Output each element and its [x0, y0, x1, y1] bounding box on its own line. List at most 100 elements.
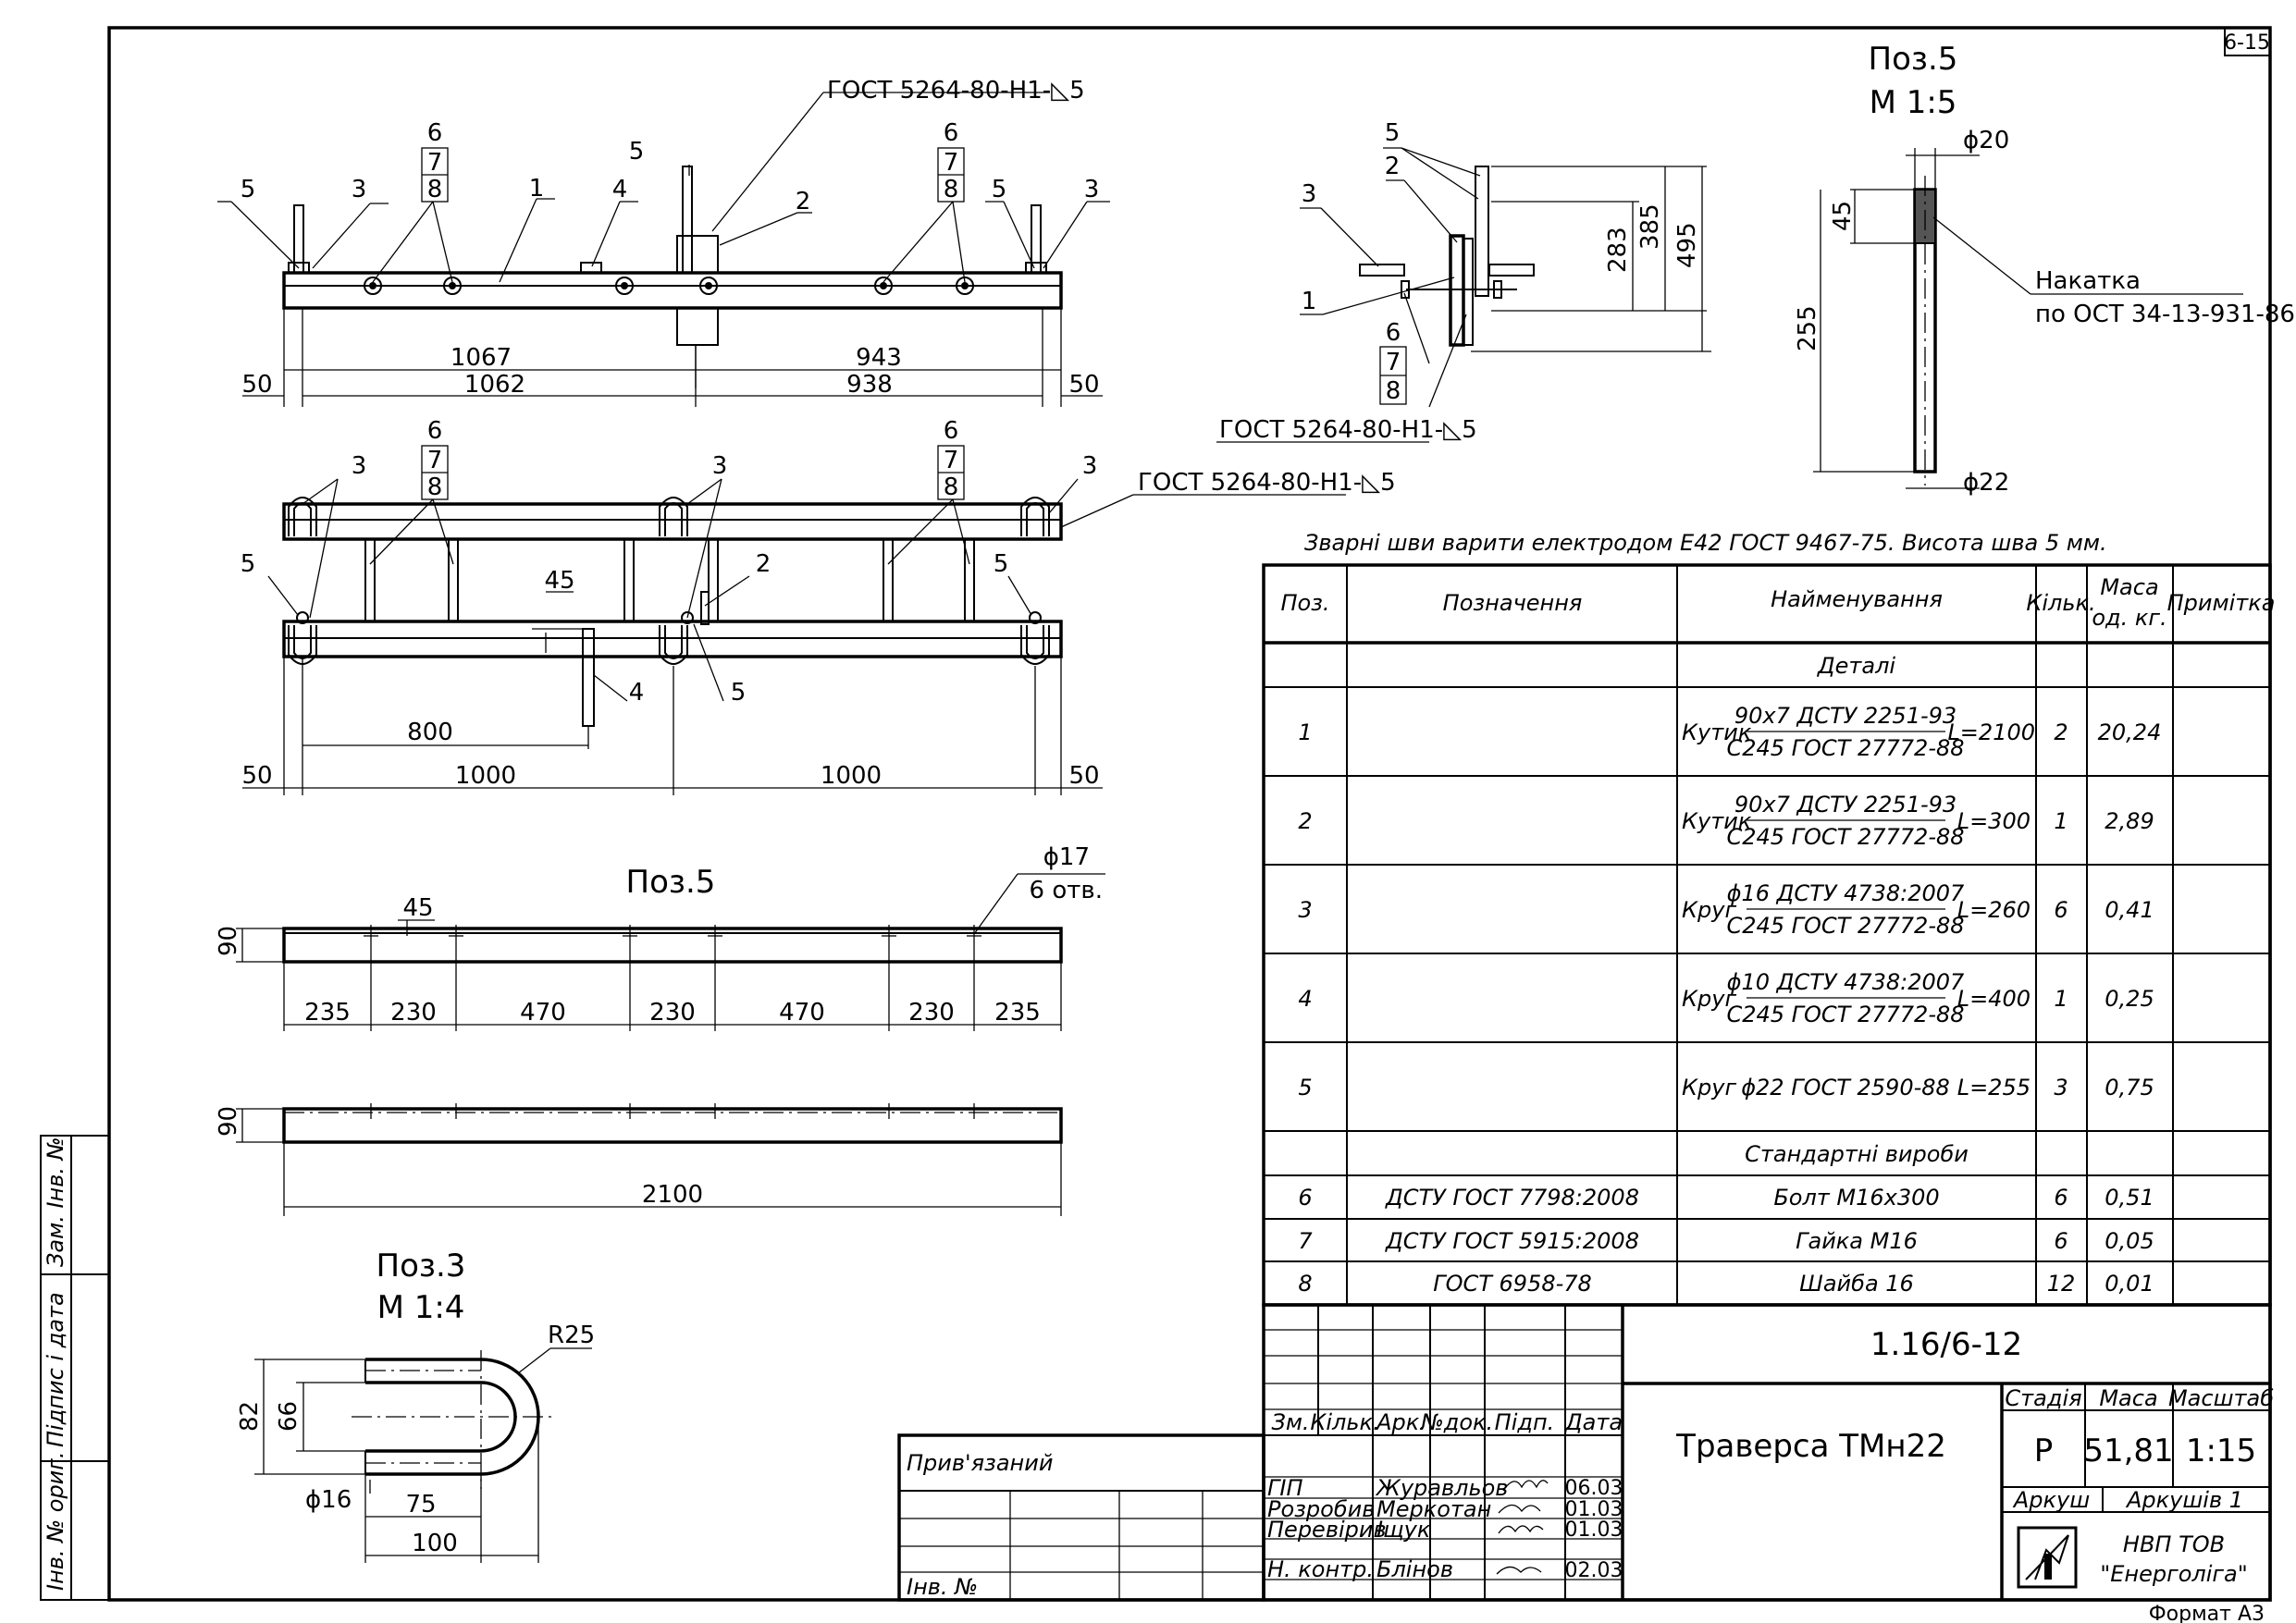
spec-header-pos: Поз. — [1280, 590, 1329, 616]
pos5-dim-7: 235 — [994, 999, 1041, 1027]
spec-header-mass2: од. кг. — [2092, 605, 2166, 631]
pos5-bolt-knurl: Накатка — [2035, 267, 2141, 295]
svg-text:90х7 ДСТУ 2251-93: 90х7 ДСТУ 2251-93 — [1734, 792, 1957, 818]
plan-dim-50-left: 50 — [241, 762, 272, 790]
svg-text:6: 6 — [1298, 1185, 1312, 1211]
svg-text:6: 6 — [427, 417, 443, 445]
section-dim-385: 385 — [1636, 203, 1664, 250]
svg-text:1: 1 — [2054, 986, 2068, 1012]
pos5-edge-45: 45 — [402, 894, 433, 922]
svg-text:0,41: 0,41 — [2105, 897, 2154, 923]
pos5-bolt-d20: ϕ20 — [1963, 127, 2009, 154]
signature-2 — [1498, 1504, 1541, 1514]
svg-text:Шайба 16: Шайба 16 — [1799, 1271, 1914, 1297]
plan-pos-2: 2 — [756, 550, 772, 578]
svg-text:ДСТУ ГОСТ 5915:2008: ДСТУ ГОСТ 5915:2008 — [1385, 1228, 1639, 1254]
svg-text:3: 3 — [2054, 1075, 2068, 1100]
section-view: 283 385 495 5 2 3 1 ГОСТ 5264-80-Н1-◺5 6… — [1216, 119, 1711, 444]
svg-text:ϕ16 ДСТУ 4738:2007: ϕ16 ДСТУ 4738:2007 — [1727, 880, 1965, 906]
pos3-dim-66: 66 — [275, 1401, 302, 1432]
top-pos-3-left: 3 — [352, 176, 367, 203]
pos5-dim-2: 230 — [390, 999, 437, 1027]
svg-text:ϕ22 ГОСТ 2590-88: ϕ22 ГОСТ 2590-88 — [1741, 1075, 1950, 1100]
svg-text:С245 ГОСТ 27772-88: С245 ГОСТ 27772-88 — [1726, 1002, 1964, 1027]
pos3-title: Поз.3 — [376, 1248, 466, 1285]
section-pos-1: 1 — [1302, 288, 1317, 315]
svg-text:2: 2 — [1298, 808, 1312, 834]
svg-text:Круг: Круг — [1682, 1075, 1736, 1100]
svg-text:Круг: Круг — [1682, 986, 1736, 1012]
svg-text:12: 12 — [2047, 1271, 2076, 1297]
svg-text:Перевірив: Перевірив — [1267, 1517, 1387, 1543]
plan-view: 800 1000 1000 50 50 45 ГОСТ 5264-80-Н1-◺… — [241, 417, 1396, 795]
tb-stage: Р — [2034, 1432, 2054, 1469]
svg-text:6: 6 — [1386, 319, 1401, 347]
plan-pos-5-right: 5 — [994, 550, 1009, 578]
pos5-bolt-view: Поз.5 М 1:5 ϕ20 ϕ22 45 255 Накатка по ОС… — [1794, 41, 2295, 497]
plan-dim-1000-right: 1000 — [821, 762, 882, 790]
svg-text:ГОСТ 6958-78: ГОСТ 6958-78 — [1433, 1271, 1592, 1297]
plan-pos-4: 4 — [629, 679, 645, 707]
top-pos-1: 1 — [529, 175, 545, 203]
section-dim-283: 283 — [1604, 227, 1632, 273]
tb-sheets-label: Аркушів 1 — [2125, 1487, 2243, 1513]
svg-text:L=300: L=300 — [1957, 808, 2031, 834]
tb-col-kilk: Кільк. — [1310, 1409, 1379, 1435]
svg-text:7: 7 — [427, 447, 443, 474]
svg-text:8: 8 — [1298, 1271, 1312, 1297]
svg-text:90х7 ДСТУ 2251-93: 90х7 ДСТУ 2251-93 — [1734, 703, 1957, 729]
tb-person-2: Розробив Меркотан 01.03 — [1267, 1496, 1623, 1522]
pos3-dim-100: 100 — [412, 1530, 458, 1557]
svg-text:ϕ10 ДСТУ 4738:2007: ϕ10 ДСТУ 4738:2007 — [1727, 969, 1965, 995]
pos5-bolt-knurl-std: по ОСТ 34-13-931-86 — [2035, 301, 2295, 328]
svg-text:20,24: 20,24 — [2098, 719, 2162, 745]
pos5-dim-6: 230 — [908, 999, 955, 1027]
format-label: Формат А3 — [2149, 1603, 2265, 1623]
svg-text:L=400: L=400 — [1957, 986, 2031, 1012]
plan-dim-50-right: 50 — [1068, 762, 1099, 790]
svg-text:С245 ГОСТ 27772-88: С245 ГОСТ 27772-88 — [1726, 735, 1964, 761]
pos3-view: Поз.3 М 1:4 82 66 75 100 ϕ16 R25 — [236, 1248, 595, 1563]
spec-row-3: 3 Круг ϕ16 ДСТУ 4738:2007 С245 ГОСТ 2777… — [1298, 880, 2154, 939]
plan-pos-5-center: 5 — [731, 679, 747, 707]
svg-text:6: 6 — [944, 119, 959, 147]
spec-row-1: 1 Кутик 90х7 ДСТУ 2251-93 С245 ГОСТ 2777… — [1298, 703, 2161, 761]
svg-text:2,89: 2,89 — [2105, 808, 2154, 834]
tb-col-ark: Арк. — [1375, 1409, 1426, 1435]
plan-pos-3-left: 3 — [352, 452, 367, 480]
svg-text:6: 6 — [427, 119, 443, 147]
svg-text:2: 2 — [2054, 719, 2068, 745]
bound-block: Прив'язаний Інв. № — [897, 1433, 1265, 1602]
top-view: 1067 943 1062 938 50 50 ГОСТ 5264-80-Н1-… — [217, 77, 1110, 407]
pos5-holes-title: Поз.5 — [626, 864, 716, 901]
tb-col-ndok: №док. — [1419, 1409, 1493, 1435]
top-dim-50-right: 50 — [1068, 371, 1099, 399]
svg-text:С245 ГОСТ 27772-88: С245 ГОСТ 27772-88 — [1726, 913, 1964, 939]
svg-text:Болт М16х300: Болт М16х300 — [1773, 1185, 1939, 1211]
svg-text:6: 6 — [2054, 1228, 2068, 1254]
plan-pos-3-center: 3 — [712, 452, 728, 480]
svg-text:8: 8 — [427, 176, 443, 203]
spec-header-name: Найменування — [1771, 586, 1943, 612]
pos5-holes-view: Поз.5 235 230 470 230 470 230 235 45 — [215, 843, 1105, 1216]
sheet-number: 6-15 — [2224, 31, 2270, 55]
top-pos-5-right: 5 — [992, 176, 1007, 203]
svg-text:7: 7 — [427, 149, 443, 177]
top-pos-3-right: 3 — [1084, 176, 1100, 203]
pos5-hole-count: 6 отв. — [1030, 877, 1103, 904]
svg-text:02.03: 02.03 — [1565, 1559, 1623, 1582]
pos5-bolt-d22: ϕ22 — [1963, 469, 2009, 497]
signature-4 — [1496, 1566, 1542, 1575]
spec-header-mass1: Маса — [2100, 574, 2158, 600]
svg-text:8: 8 — [427, 473, 443, 501]
spec-row-8: 8 ГОСТ 6958-78 Шайба 16 12 0,01 — [1298, 1271, 2154, 1297]
svg-text:Гайка М16: Гайка М16 — [1796, 1228, 1918, 1254]
svg-text:С245 ГОСТ 27772-88: С245 ГОСТ 27772-88 — [1726, 824, 1964, 850]
tb-person-4: Н. контр. Блінов 02.03 — [1267, 1556, 1623, 1582]
tb-scale-label: Масштаб — [2168, 1385, 2274, 1411]
tb-person-3: Перевірив Іщук 01.03 — [1267, 1517, 1623, 1543]
svg-text:7: 7 — [1298, 1228, 1313, 1254]
tb-mass-label: Маса — [2099, 1385, 2157, 1411]
strip-inv-orig: Інв. № ориг. — [43, 1451, 68, 1591]
svg-text:7: 7 — [1386, 349, 1401, 376]
